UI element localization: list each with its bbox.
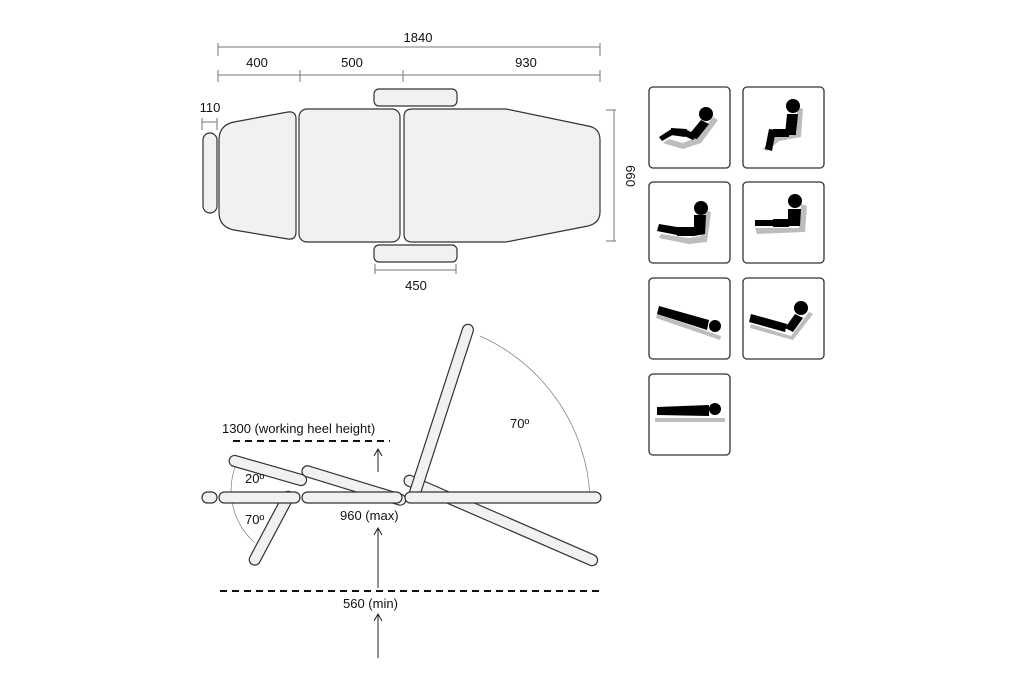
dim-armrest-label: 450 [405, 278, 427, 293]
dim-line-armrest [374, 264, 457, 274]
headrest-flat [201, 491, 218, 504]
arrow-heel-height [373, 447, 383, 472]
headrest-pad [202, 132, 218, 214]
position-icons-grid [648, 86, 825, 456]
angle-upper-label: 70º [510, 416, 529, 431]
leg-flat [404, 491, 602, 504]
trendelenburg-icon [648, 277, 731, 360]
dim-leg-label: 930 [515, 55, 537, 70]
flat-lying-icon [648, 373, 731, 456]
side-view: 1300 (working heel height) 960 (max) 560… [201, 323, 602, 658]
dim-head-label: 110 [200, 100, 221, 115]
sitting-legs-flat-icon [742, 181, 825, 264]
dim-back-label: 400 [246, 55, 268, 70]
dim-seat-label: 500 [341, 55, 363, 70]
dim-line-sections [217, 70, 601, 82]
arrow-min [373, 612, 383, 658]
dim-line-width [606, 109, 616, 242]
leg-tilted-down [403, 474, 599, 567]
armrest-top [373, 88, 458, 107]
dim-total-label: 1840 [404, 30, 433, 45]
arrow-max [373, 526, 383, 588]
dim-line-head [201, 118, 218, 130]
semi-reclined-icon [648, 86, 731, 169]
angle-head-up-label: 20º [245, 471, 264, 486]
leg-pad [403, 108, 601, 243]
backrest-tilted-up [228, 454, 308, 487]
max-height-label: 960 (max) [340, 508, 399, 523]
heel-height-label: 1300 (working heel height) [222, 421, 375, 436]
dim-width-label: 660 [623, 165, 638, 187]
dim-line-total [217, 43, 601, 56]
seat-flat [301, 491, 403, 504]
backrest-flat [218, 491, 301, 504]
armrest-bottom [373, 244, 458, 263]
leg-raised-70 [408, 323, 474, 499]
backrest-pad [218, 111, 297, 240]
seat-pad [298, 108, 401, 243]
angle-head-down-label: 70º [245, 512, 264, 527]
sitting-legs-down-icon [648, 181, 731, 264]
reverse-trendelenburg-icon [742, 277, 825, 360]
upright-sitting-icon [742, 86, 825, 169]
top-view: 1840 400 500 930 110 660 [200, 30, 638, 293]
min-height-label: 560 (min) [343, 596, 398, 611]
arc-upper-70 [479, 335, 591, 497]
arc-head [230, 459, 255, 543]
